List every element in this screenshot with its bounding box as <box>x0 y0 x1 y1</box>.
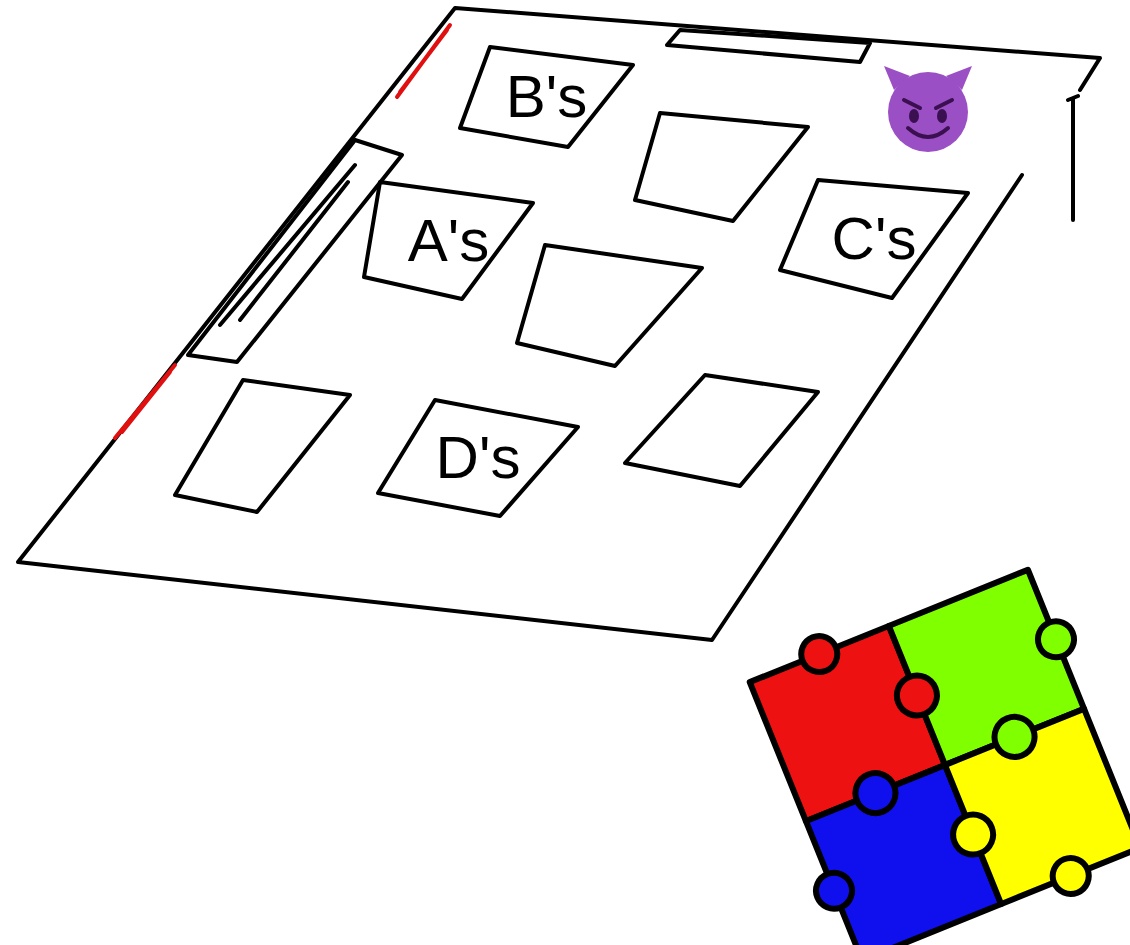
desk-label: B's <box>506 67 587 127</box>
student-desk: C's <box>780 180 968 298</box>
desk-shape <box>780 180 968 298</box>
desk-shape <box>364 182 533 299</box>
puzzle-pieces <box>726 546 1130 945</box>
desk-label: A's <box>408 211 489 271</box>
door-mark <box>397 25 450 97</box>
door-mark <box>115 365 175 438</box>
top-shelf <box>667 30 870 62</box>
desk-shape <box>460 47 633 147</box>
board-line <box>240 182 348 320</box>
student-desk: A's <box>364 182 533 299</box>
room-outline <box>18 8 1100 640</box>
devil-emoji <box>884 66 972 152</box>
desk-label: C's <box>832 209 917 269</box>
empty-desk <box>635 113 808 221</box>
empty-desk <box>625 375 818 486</box>
board-line <box>220 165 355 325</box>
empty-desk <box>175 380 350 512</box>
empty-desk <box>517 245 702 366</box>
desk-shape <box>378 400 578 516</box>
desk-label: D's <box>436 428 521 488</box>
student-desk: D's <box>378 400 578 516</box>
student-desk: B's <box>460 47 633 147</box>
